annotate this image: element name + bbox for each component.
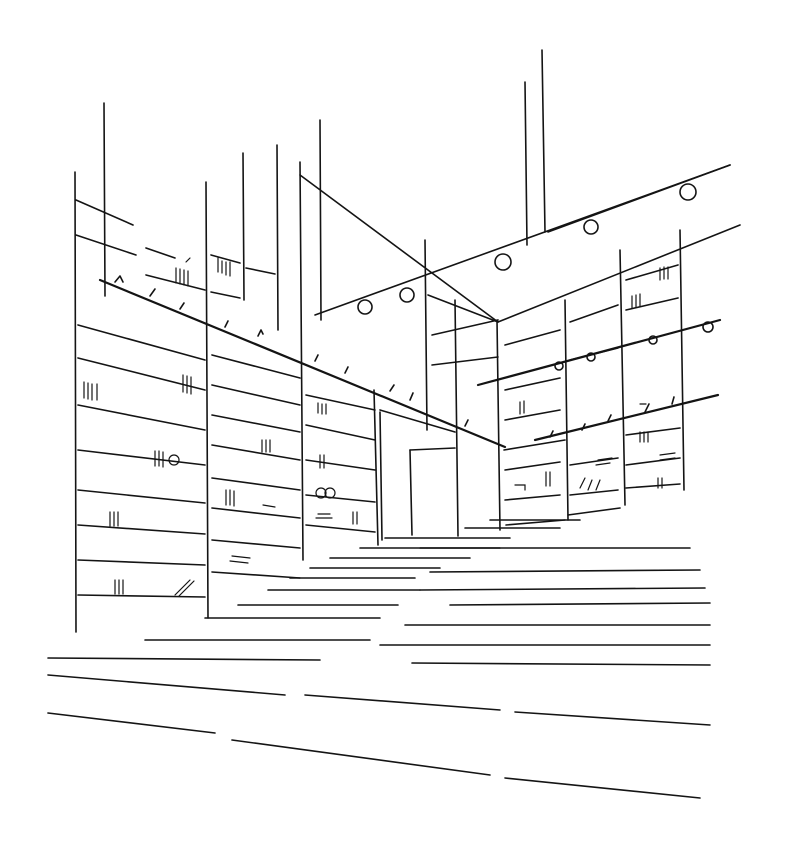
- staircase: [144, 519, 581, 641]
- left-upper-shelves: [75, 199, 276, 299]
- pendant-light: [679, 183, 697, 201]
- vertical-structure-lines: [74, 49, 685, 633]
- central-doorway: [379, 409, 456, 541]
- light-rails: [98, 278, 722, 449]
- floor-lines: [47, 547, 711, 799]
- right-books: [514, 266, 676, 491]
- pendant-light: [399, 287, 415, 303]
- pendant-light: [586, 352, 596, 362]
- right-shelves: [431, 264, 681, 526]
- books-on-shelves: [83, 257, 358, 597]
- spot-light-hooks: [114, 275, 675, 438]
- pendant-light: [554, 361, 564, 371]
- pendant-light: [583, 219, 599, 235]
- left-main-shelves: [77, 324, 376, 598]
- pendant-lights: [357, 183, 714, 371]
- ceiling-structure: [299, 164, 741, 323]
- pendant-light: [702, 321, 714, 333]
- pendant-light: [494, 253, 512, 271]
- pendant-light: [357, 299, 373, 315]
